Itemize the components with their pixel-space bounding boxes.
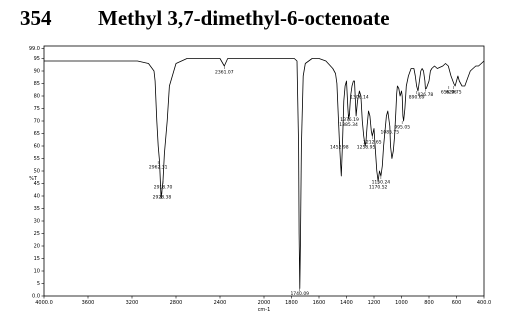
peak-label: 1376.19 — [340, 117, 359, 123]
y-tick-label: 60 — [34, 144, 40, 150]
peak-label: 1385.34 — [339, 122, 358, 128]
spectrum-line — [44, 58, 485, 289]
peak-label: 1085.75 — [381, 130, 400, 136]
y-tick-label: 30 — [34, 219, 40, 225]
peak-label: 995.05 — [394, 125, 410, 131]
compound-title: Methyl 3,7-dimethyl-6-octenoate — [98, 6, 390, 30]
y-tick-label: 80 — [34, 94, 40, 100]
y-tick-label: 10 — [34, 269, 40, 275]
peak-label: 620.75 — [446, 90, 462, 96]
peak-label: 1740.09 — [290, 291, 309, 297]
x-tick-label: 2800 — [170, 300, 183, 306]
y-tick-label: 65 — [34, 131, 40, 137]
y-tick-label: 95 — [34, 56, 40, 62]
peak-label: 890.69 — [409, 95, 425, 101]
peak-label: 1258.95 — [357, 145, 376, 151]
y-tick-label: 85 — [34, 81, 40, 87]
plot-frame — [43, 45, 485, 297]
x-tick-label: 3200 — [126, 300, 139, 306]
x-tick-label: 1000 — [395, 300, 408, 306]
y-axis-ticks: 0.0 5 10 15 20 25 30 35 40 45 50 55 60 65 70 75 80 85 90 95… — [29, 46, 44, 300]
x-tick-label: 600 — [452, 300, 462, 306]
y-tick-label: 0.0 — [32, 294, 40, 300]
x-tick-label: 4000.0 — [35, 300, 53, 306]
peak-label: 826.78 — [418, 92, 434, 98]
peak-label: 1306.14 — [350, 95, 369, 101]
x-tick-label: 2400 — [214, 300, 227, 306]
y-tick-label: 35 — [34, 206, 40, 212]
spectrum-header: 354 Methyl 3,7-dimethyl-6-octenoate — [20, 4, 500, 38]
peak-label: 1170.52 — [369, 185, 388, 191]
x-tick-label: 1600 — [313, 300, 326, 306]
peak-label: 1212.65 — [363, 140, 382, 146]
x-tick-label: 800 — [424, 300, 434, 306]
x-tick-label: 3600 — [82, 300, 95, 306]
y-tick-label: 99.0 — [29, 46, 40, 52]
peak-label: 656.96 — [441, 90, 457, 96]
x-tick-label: 400.0 — [477, 300, 491, 306]
peak-label: 2361.07 — [215, 70, 234, 76]
y-tick-label: 40 — [34, 194, 40, 200]
x-tick-label: 1200 — [368, 300, 381, 306]
y-axis-label: %T — [29, 176, 38, 182]
peak-label: 1150.24 — [372, 180, 391, 186]
peak-label: 1452.98 — [330, 145, 349, 151]
y-tick-label: 90 — [34, 69, 40, 75]
y-tick-label: 55 — [34, 156, 40, 162]
y-tick-label: 5 — [37, 281, 40, 287]
x-tick-label: 1400 — [340, 300, 353, 306]
peak-labels: 2962.31 2928.38 2918.70 2361.07 1740.09 1452.… — [149, 66, 462, 297]
y-tick-label: 20 — [34, 244, 40, 250]
y-tick-label: 45 — [34, 181, 40, 187]
y-tick-label: 15 — [34, 256, 40, 262]
peak-label: 2918.70 — [154, 185, 173, 191]
x-axis-label: cm-1 — [258, 307, 271, 313]
spectrum-number: 354 — [20, 6, 52, 30]
x-axis-ticks: 4000.0 3600 3200 2800 2400 2000 1800 1600 1400 12… — [35, 296, 491, 306]
peak-label: 2962.31 — [149, 165, 168, 171]
y-tick-label: 70 — [34, 119, 40, 125]
spectrum-series — [44, 58, 485, 289]
y-tick-label: 75 — [34, 106, 40, 112]
x-tick-label: 1800 — [285, 300, 298, 306]
x-tick-label: 2000 — [258, 300, 271, 306]
y-tick-label: 25 — [34, 231, 40, 237]
peak-label: 2928.38 — [153, 195, 172, 201]
y-tick-label: 50 — [34, 169, 40, 175]
